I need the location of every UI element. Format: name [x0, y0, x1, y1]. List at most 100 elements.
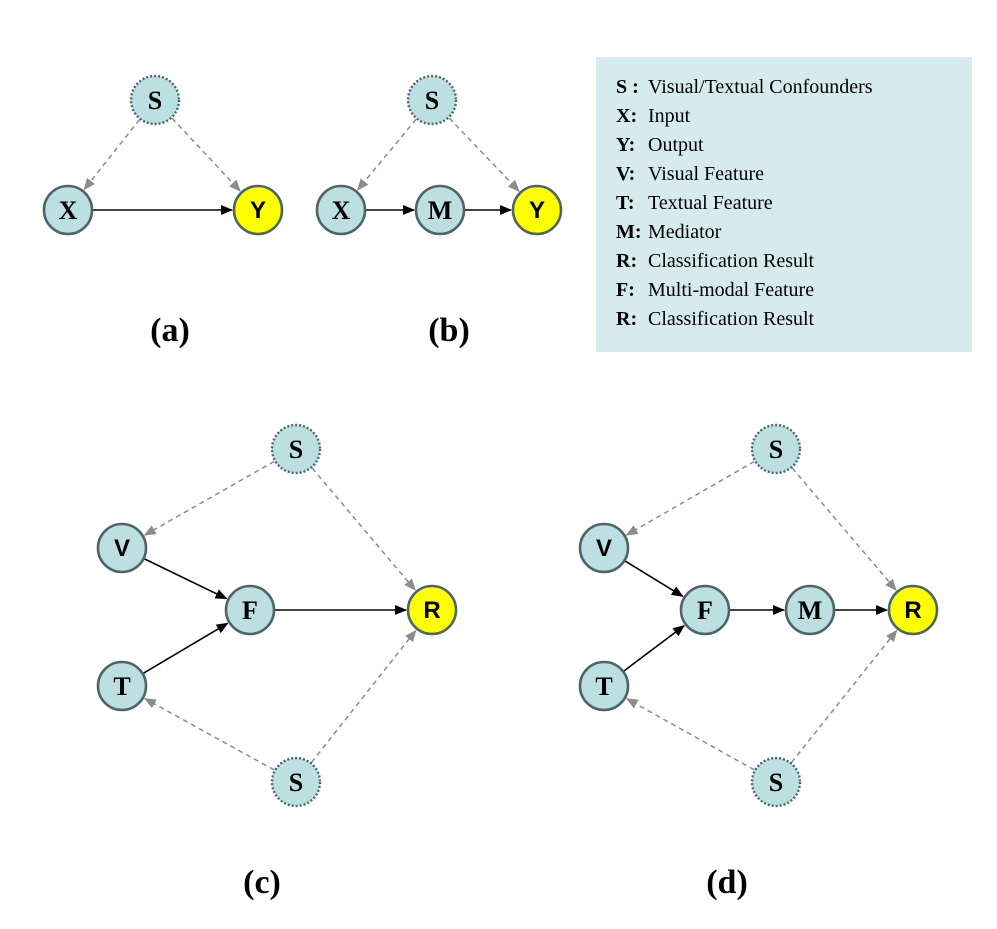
edge-d-t-to-f [623, 624, 686, 672]
node-label: T [113, 672, 130, 701]
node-circle [315, 184, 367, 236]
node-c-s1: S [270, 423, 322, 475]
caption-b: (b) [428, 312, 470, 349]
node-circle [232, 184, 284, 236]
legend-text: Classification Result [648, 250, 815, 272]
legend-item: T: Textual Feature [616, 189, 972, 218]
node-d-r: R [887, 584, 939, 636]
node-label: R [423, 597, 440, 624]
captions: (a) (b) (c) (d) [150, 312, 748, 901]
legend-box: S : Visual/Textual Confounders X: Input Y:… [596, 57, 972, 352]
edge-d-v-to-f [624, 560, 684, 598]
node-circle [414, 184, 466, 236]
node-d-v: V [578, 522, 630, 574]
legend-item: S : Visual/Textual Confounders [616, 73, 972, 102]
node-circle [270, 756, 322, 808]
legend-key: X: [616, 105, 638, 127]
legend-item: X: Input [616, 102, 972, 131]
edge-c-s2-to-r [310, 629, 417, 763]
node-label: X [332, 196, 351, 225]
legend-text: Multi-modal Feature [648, 279, 815, 301]
legend-item: R: Classification Result [616, 247, 972, 276]
edge-c-t-to-f [143, 622, 229, 674]
node-b-s: S [406, 74, 458, 126]
edge-d-s1-to-r [791, 467, 897, 591]
node-d-t: T [578, 660, 630, 712]
legend-text: Mediator [648, 221, 722, 243]
node-label: S [769, 435, 783, 464]
legend-item: R: Classification Result [616, 305, 972, 334]
legend-item: F: Multi-modal Feature [616, 276, 972, 305]
legend-key: R: [616, 250, 638, 272]
legend-item: M: Mediator [616, 218, 972, 247]
node-label: S [289, 435, 303, 464]
node-circle [511, 184, 563, 236]
legend-key: R: [616, 308, 638, 330]
node-label: S [289, 768, 303, 797]
node-circle [578, 660, 630, 712]
node-label: X [59, 196, 78, 225]
node-label: F [697, 596, 713, 625]
node-label: M [798, 596, 823, 625]
node-b-y: Y [511, 184, 563, 236]
node-c-v: V [96, 522, 148, 574]
node-label: M [428, 196, 453, 225]
node-circle [270, 423, 322, 475]
node-circle [96, 522, 148, 574]
legend-text: Classification Result [648, 308, 815, 330]
node-a-y: Y [232, 184, 284, 236]
node-circle [406, 74, 458, 126]
edge-b-s-to-x [356, 118, 417, 191]
node-label: T [595, 672, 612, 701]
legend-text: Textual Feature [648, 192, 773, 214]
node-label: V [596, 535, 612, 562]
edge-a-s-to-y [171, 117, 241, 192]
edge-c-s1-to-v [143, 460, 275, 536]
legend-key: S : [616, 76, 639, 98]
node-label: S [148, 86, 162, 115]
node-c-s2: S [270, 756, 322, 808]
legend-key: T: [616, 192, 635, 214]
nodes: S X Y S X M Y S V F T R S S V F M T R S [42, 74, 939, 808]
legend-text: Visual/Textual Confounders [648, 76, 873, 98]
node-circle [578, 522, 630, 574]
edge-d-s2-to-t [625, 698, 755, 771]
legend-key: F: [616, 279, 635, 301]
node-d-s1: S [750, 423, 802, 475]
legend-text: Visual Feature [648, 163, 764, 185]
node-circle [406, 584, 458, 636]
legend-text: Input [648, 105, 691, 127]
legend-key: V: [616, 163, 636, 185]
node-label: Y [250, 197, 266, 224]
node-label: S [769, 768, 783, 797]
node-a-x: X [42, 184, 94, 236]
edge-c-s1-to-r [311, 467, 416, 591]
node-label: Y [529, 197, 545, 224]
node-label: R [904, 597, 921, 624]
node-circle [42, 184, 94, 236]
node-label: S [425, 86, 439, 115]
node-b-x: X [315, 184, 367, 236]
edge-c-s2-to-t [143, 697, 275, 771]
node-b-m: M [414, 184, 466, 236]
edge-a-s-to-x [83, 119, 141, 191]
legend-item: V: Visual Feature [616, 160, 972, 189]
node-circle [96, 660, 148, 712]
node-c-t: T [96, 660, 148, 712]
node-label: V [114, 535, 130, 562]
node-c-f: F [224, 584, 276, 636]
legend-key: Y: [616, 134, 636, 156]
node-circle [679, 584, 731, 636]
node-circle [887, 584, 939, 636]
caption-c: (c) [243, 864, 281, 901]
node-d-s2: S [750, 756, 802, 808]
legend-key: M: [616, 221, 642, 243]
node-c-r: R [406, 584, 458, 636]
node-circle [750, 423, 802, 475]
edge-d-s2-to-r [790, 629, 898, 763]
edge-b-s-to-y [448, 117, 520, 192]
edge-c-v-to-f [144, 558, 228, 600]
legend-item: Y:Output [616, 131, 972, 160]
node-a-s: S [129, 74, 181, 126]
